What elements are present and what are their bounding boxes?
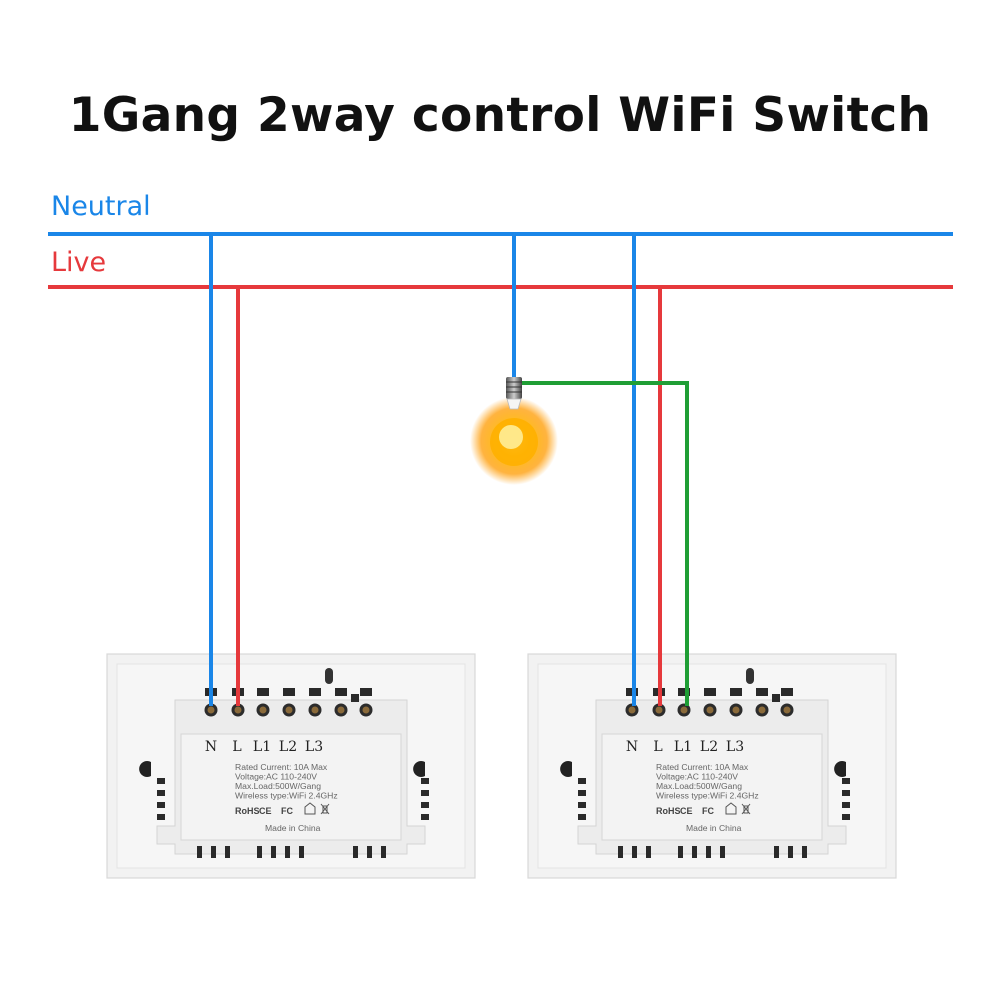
terminal-label: L2	[279, 739, 297, 755]
terminal-label: L3	[726, 739, 744, 755]
terminal-slot	[678, 688, 690, 696]
terminal-label: L1	[674, 739, 692, 755]
terminal-label: N	[205, 739, 217, 755]
spec-line: Max.Load:500W/Gang	[656, 781, 742, 791]
terminal-slot	[781, 688, 793, 696]
terminal-slot	[730, 688, 742, 696]
cert-mark: FC	[281, 806, 293, 816]
live-label: Live	[51, 247, 107, 278]
terminal-slot	[360, 688, 372, 696]
terminal-label: L	[653, 739, 662, 755]
spec-line: Wireless type:WiFi 2.4GHz	[656, 791, 759, 801]
terminal-label: N	[626, 739, 638, 755]
terminal-slot	[756, 688, 768, 696]
origin-text: Made in China	[686, 823, 742, 833]
home-icon	[304, 802, 316, 815]
light-bulb-icon	[470, 377, 558, 485]
home-icon	[725, 802, 737, 815]
spec-line: Voltage:AC 110-240V	[656, 772, 738, 782]
weee-bin-icon	[741, 803, 751, 815]
terminal-label: L3	[305, 739, 323, 755]
terminal-slot	[283, 688, 295, 696]
spec-line: Voltage:AC 110-240V	[235, 772, 317, 782]
spec-label-panel	[180, 733, 402, 841]
spec-line: Wireless type:WiFi 2.4GHz	[235, 791, 338, 801]
cert-mark: RoHS	[656, 806, 681, 816]
terminal-label: L1	[253, 739, 271, 755]
cert-mark: CE	[680, 806, 693, 816]
terminal-label: L	[232, 739, 241, 755]
terminal-slot	[704, 688, 716, 696]
weee-bin-icon	[320, 803, 330, 815]
terminal-slot	[335, 688, 347, 696]
cert-mark: RoHS	[235, 806, 260, 816]
cert-mark: FC	[702, 806, 714, 816]
spec-line: Rated Current: 10A Max	[235, 762, 328, 772]
spec-line: Max.Load:500W/Gang	[235, 781, 321, 791]
origin-text: Made in China	[265, 823, 321, 833]
cert-mark: CE	[259, 806, 272, 816]
load-wire	[520, 381, 689, 706]
page-title: 1Gang 2way control WiFi Switch	[68, 88, 932, 143]
spec-label-panel	[601, 733, 823, 841]
neutral-label: Neutral	[51, 191, 151, 222]
terminal-slot	[309, 688, 321, 696]
spec-line: Rated Current: 10A Max	[656, 762, 749, 772]
terminal-label: L2	[700, 739, 718, 755]
terminal-slot	[257, 688, 269, 696]
